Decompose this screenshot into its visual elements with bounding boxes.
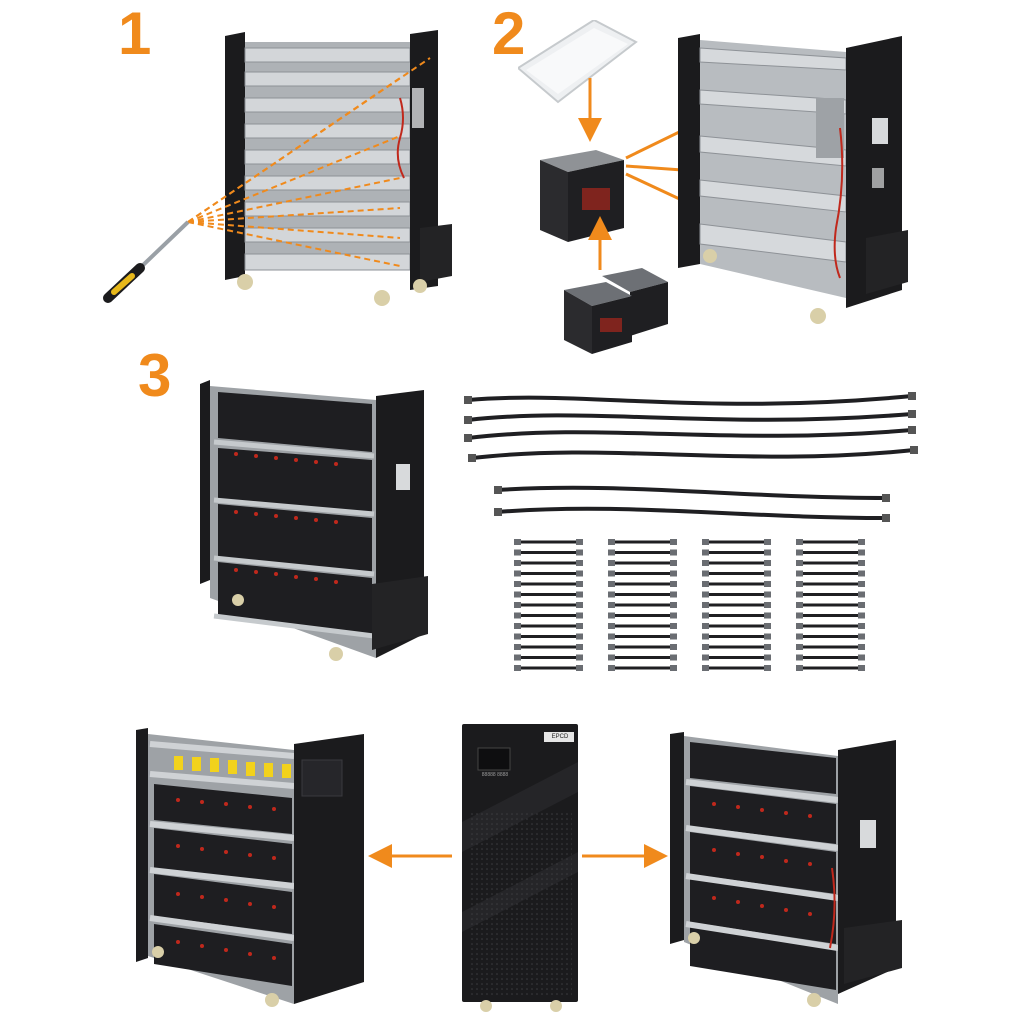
short-cable-icon	[514, 591, 583, 598]
short-cable-icon	[796, 560, 865, 566]
step2-battery	[538, 138, 628, 244]
battery-pair-icon	[564, 268, 668, 354]
short-cable-icon	[702, 539, 771, 545]
short-cable-icon	[514, 539, 583, 545]
short-cable-icon	[608, 602, 677, 608]
long-cables	[462, 386, 918, 526]
cable-icon	[466, 412, 914, 422]
short-cable-icon	[514, 560, 583, 566]
step-number-2: 2	[492, 0, 526, 67]
tray-lid-icon	[518, 20, 638, 104]
short-cable-icon	[608, 654, 677, 661]
battery-icon	[540, 150, 624, 242]
short-cables-grid	[510, 536, 882, 676]
short-cable-icon	[608, 644, 677, 650]
short-cable-icon	[702, 560, 771, 566]
short-cable-icon	[608, 549, 677, 556]
short-cable-icon	[796, 644, 865, 650]
short-cable-icon	[514, 633, 583, 640]
cable-icon	[496, 506, 888, 520]
step3-loaded-rack	[196, 372, 436, 664]
cable-icon	[496, 485, 888, 500]
short-cable-icon	[608, 633, 677, 640]
short-cable-icon	[796, 633, 865, 640]
short-cable-icon	[702, 633, 771, 640]
short-cable-icon	[702, 644, 771, 650]
step-number-1: 1	[118, 0, 152, 67]
short-cable-icon	[514, 644, 583, 650]
short-cable-icon	[608, 623, 677, 629]
short-cable-icon	[702, 570, 771, 577]
short-cable-icon	[796, 612, 865, 619]
short-cable-icon	[702, 623, 771, 629]
step-number-3: 3	[138, 342, 172, 409]
short-cable-icon	[514, 570, 583, 577]
short-cable-icon	[796, 570, 865, 577]
short-cable-icon	[796, 591, 865, 598]
short-cable-icon	[608, 539, 677, 545]
short-cable-icon	[514, 623, 583, 629]
bottom-arrows	[368, 844, 668, 868]
rack-left-complete	[134, 720, 368, 1010]
cable-icon	[470, 448, 916, 460]
cable-icon	[466, 394, 914, 406]
short-cable-icon	[702, 602, 771, 608]
step2-tray-lid	[518, 20, 638, 110]
short-cable-icon	[796, 602, 865, 608]
short-cable-icon	[608, 612, 677, 619]
short-cable-icon	[796, 654, 865, 661]
short-cable-icon	[514, 654, 583, 661]
rack-right-complete	[668, 728, 904, 1010]
screwdriver-icon	[100, 208, 200, 308]
short-cable-icon	[608, 581, 677, 587]
short-cable-icon	[702, 581, 771, 587]
short-cable-icon	[514, 581, 583, 587]
short-cable-icon	[796, 581, 865, 587]
short-cable-icon	[702, 654, 771, 661]
short-cable-icon	[608, 560, 677, 566]
ups-display	[477, 747, 511, 771]
short-cable-icon	[796, 539, 865, 545]
short-cable-icon	[796, 665, 865, 671]
ups-panel-text: 88888 8888	[481, 772, 509, 778]
short-cable-icon	[514, 602, 583, 608]
short-cable-icon	[702, 591, 771, 598]
step2-battery-pair	[560, 268, 670, 358]
short-cable-icon	[514, 665, 583, 671]
short-cable-icon	[608, 665, 677, 671]
short-cable-icon	[514, 549, 583, 556]
short-cable-icon	[702, 665, 771, 671]
ups-cabinet: EPCD 88888 8888	[460, 722, 582, 1014]
step2-rack-with-shelves	[676, 28, 916, 328]
short-cable-icon	[796, 549, 865, 556]
cable-icon	[466, 428, 914, 440]
short-cable-icon	[514, 612, 583, 619]
short-cable-icon	[608, 591, 677, 598]
ups-brand-label: EPCD	[551, 734, 569, 740]
short-cable-icon	[796, 623, 865, 629]
step1-empty-rack	[100, 28, 460, 318]
short-cable-icon	[702, 549, 771, 556]
short-cable-icon	[702, 612, 771, 619]
short-cable-icon	[608, 570, 677, 577]
